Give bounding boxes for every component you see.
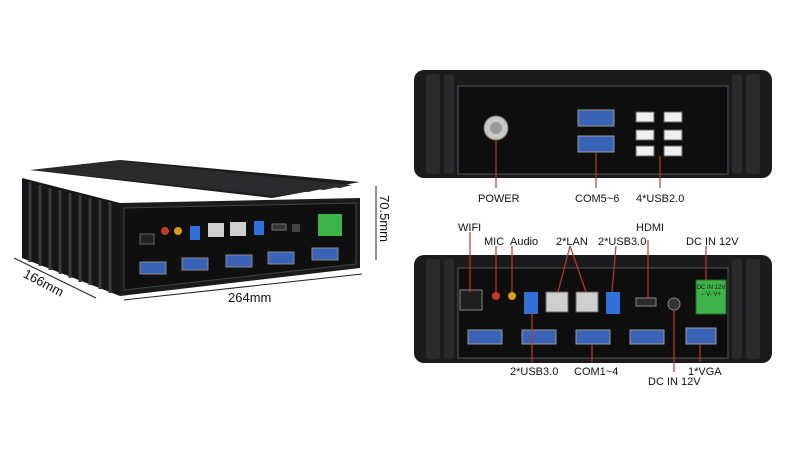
callout-audio: Audio <box>510 236 539 248</box>
callout-dcin-bottom: DC IN 12V <box>648 376 701 388</box>
power-button-graphic <box>483 115 509 141</box>
callout-usb30-bottom: 2*USB3.0 <box>510 366 559 378</box>
heatsink-side-fins <box>22 178 120 296</box>
heatsink-top-fins <box>30 160 360 198</box>
device-3d-illustration <box>13 160 377 301</box>
callout-usb20: 4*USB2.0 <box>636 193 685 205</box>
callout-com1-4: COM1~4 <box>574 366 619 378</box>
height-dimension-label: 70.5mm <box>377 195 392 242</box>
callout-wifi: WIFI <box>458 222 482 234</box>
callout-power: POWER <box>478 193 520 205</box>
callout-mic: MIC <box>484 236 505 248</box>
callout-usb30-top: 2*USB3.0 <box>598 236 647 248</box>
callout-com5-6: COM5~6 <box>575 193 620 205</box>
callout-lan: 2*LAN <box>556 236 588 248</box>
terminal-label: DC IN 12V <box>696 285 726 291</box>
width-dimension-label: 264mm <box>228 290 272 305</box>
callout-hdmi: HDMI <box>636 222 665 234</box>
callout-dcin-top: DC IN 12V <box>686 236 739 248</box>
terminal-pins: − V- V+ <box>700 292 721 298</box>
callout-vga: 1*VGA <box>688 366 722 378</box>
